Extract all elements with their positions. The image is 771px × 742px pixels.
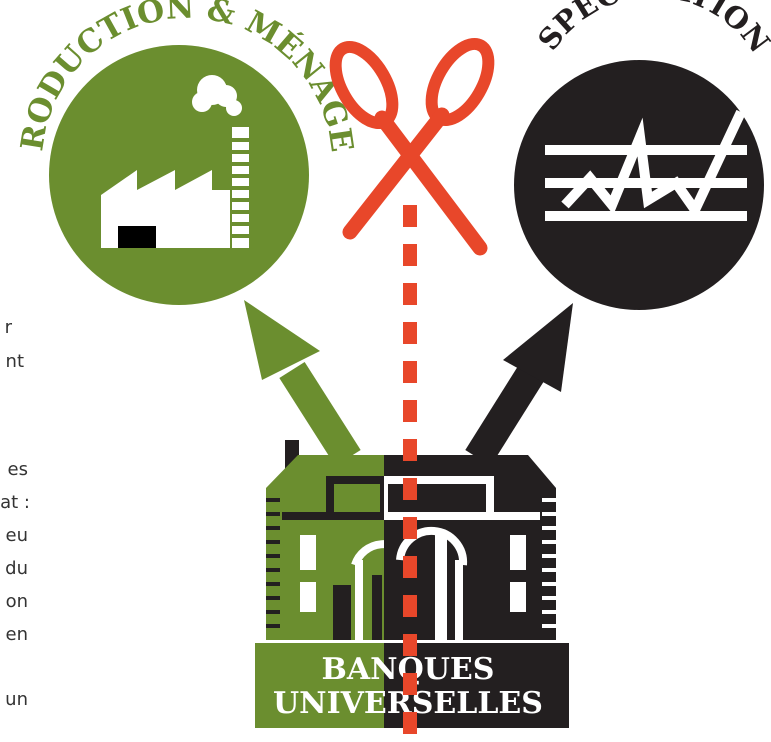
bank-right-half [384,455,569,728]
factory-icon [101,75,249,248]
scissors-icon [329,38,495,256]
speculation-node [514,60,764,310]
arrow-to-speculation [465,303,573,466]
speculation-label: SPÉCULATION [531,0,771,59]
bank-building-icon: BANQUES UNIVERSELLES [255,440,569,728]
bank-left-half [255,440,384,728]
volatile-chart-icon [545,109,747,221]
production-node [49,45,309,305]
production-circle [49,45,309,305]
arrow-to-production [244,300,361,467]
